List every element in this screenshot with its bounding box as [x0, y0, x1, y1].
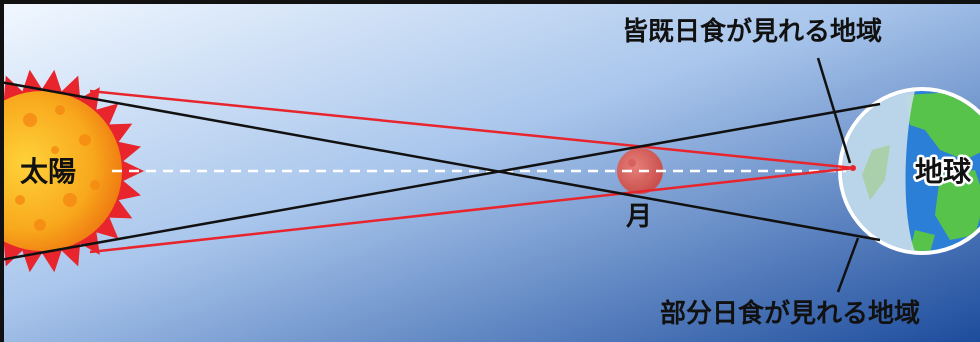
- earth-icon: [838, 87, 980, 255]
- penumbra-line-ascending: [0, 102, 881, 262]
- sun-label: 太陽: [20, 155, 76, 188]
- partial-region-pointer: [836, 237, 860, 293]
- umbra-point: [850, 165, 856, 171]
- penumbra-line-descending: [0, 80, 881, 242]
- moon-label: 月: [625, 202, 652, 232]
- total-eclipse-region-label: 皆既日食が見れる地域: [622, 16, 882, 47]
- partial-eclipse-region-label: 部分日食が見れる地域: [660, 298, 920, 329]
- umbra-line-top: [89, 89, 855, 170]
- umbra-line-bottom: [89, 166, 855, 254]
- total-region-pointer: [816, 57, 852, 164]
- earth-label: 地球: [915, 155, 972, 188]
- sun-icon: [0, 69, 144, 273]
